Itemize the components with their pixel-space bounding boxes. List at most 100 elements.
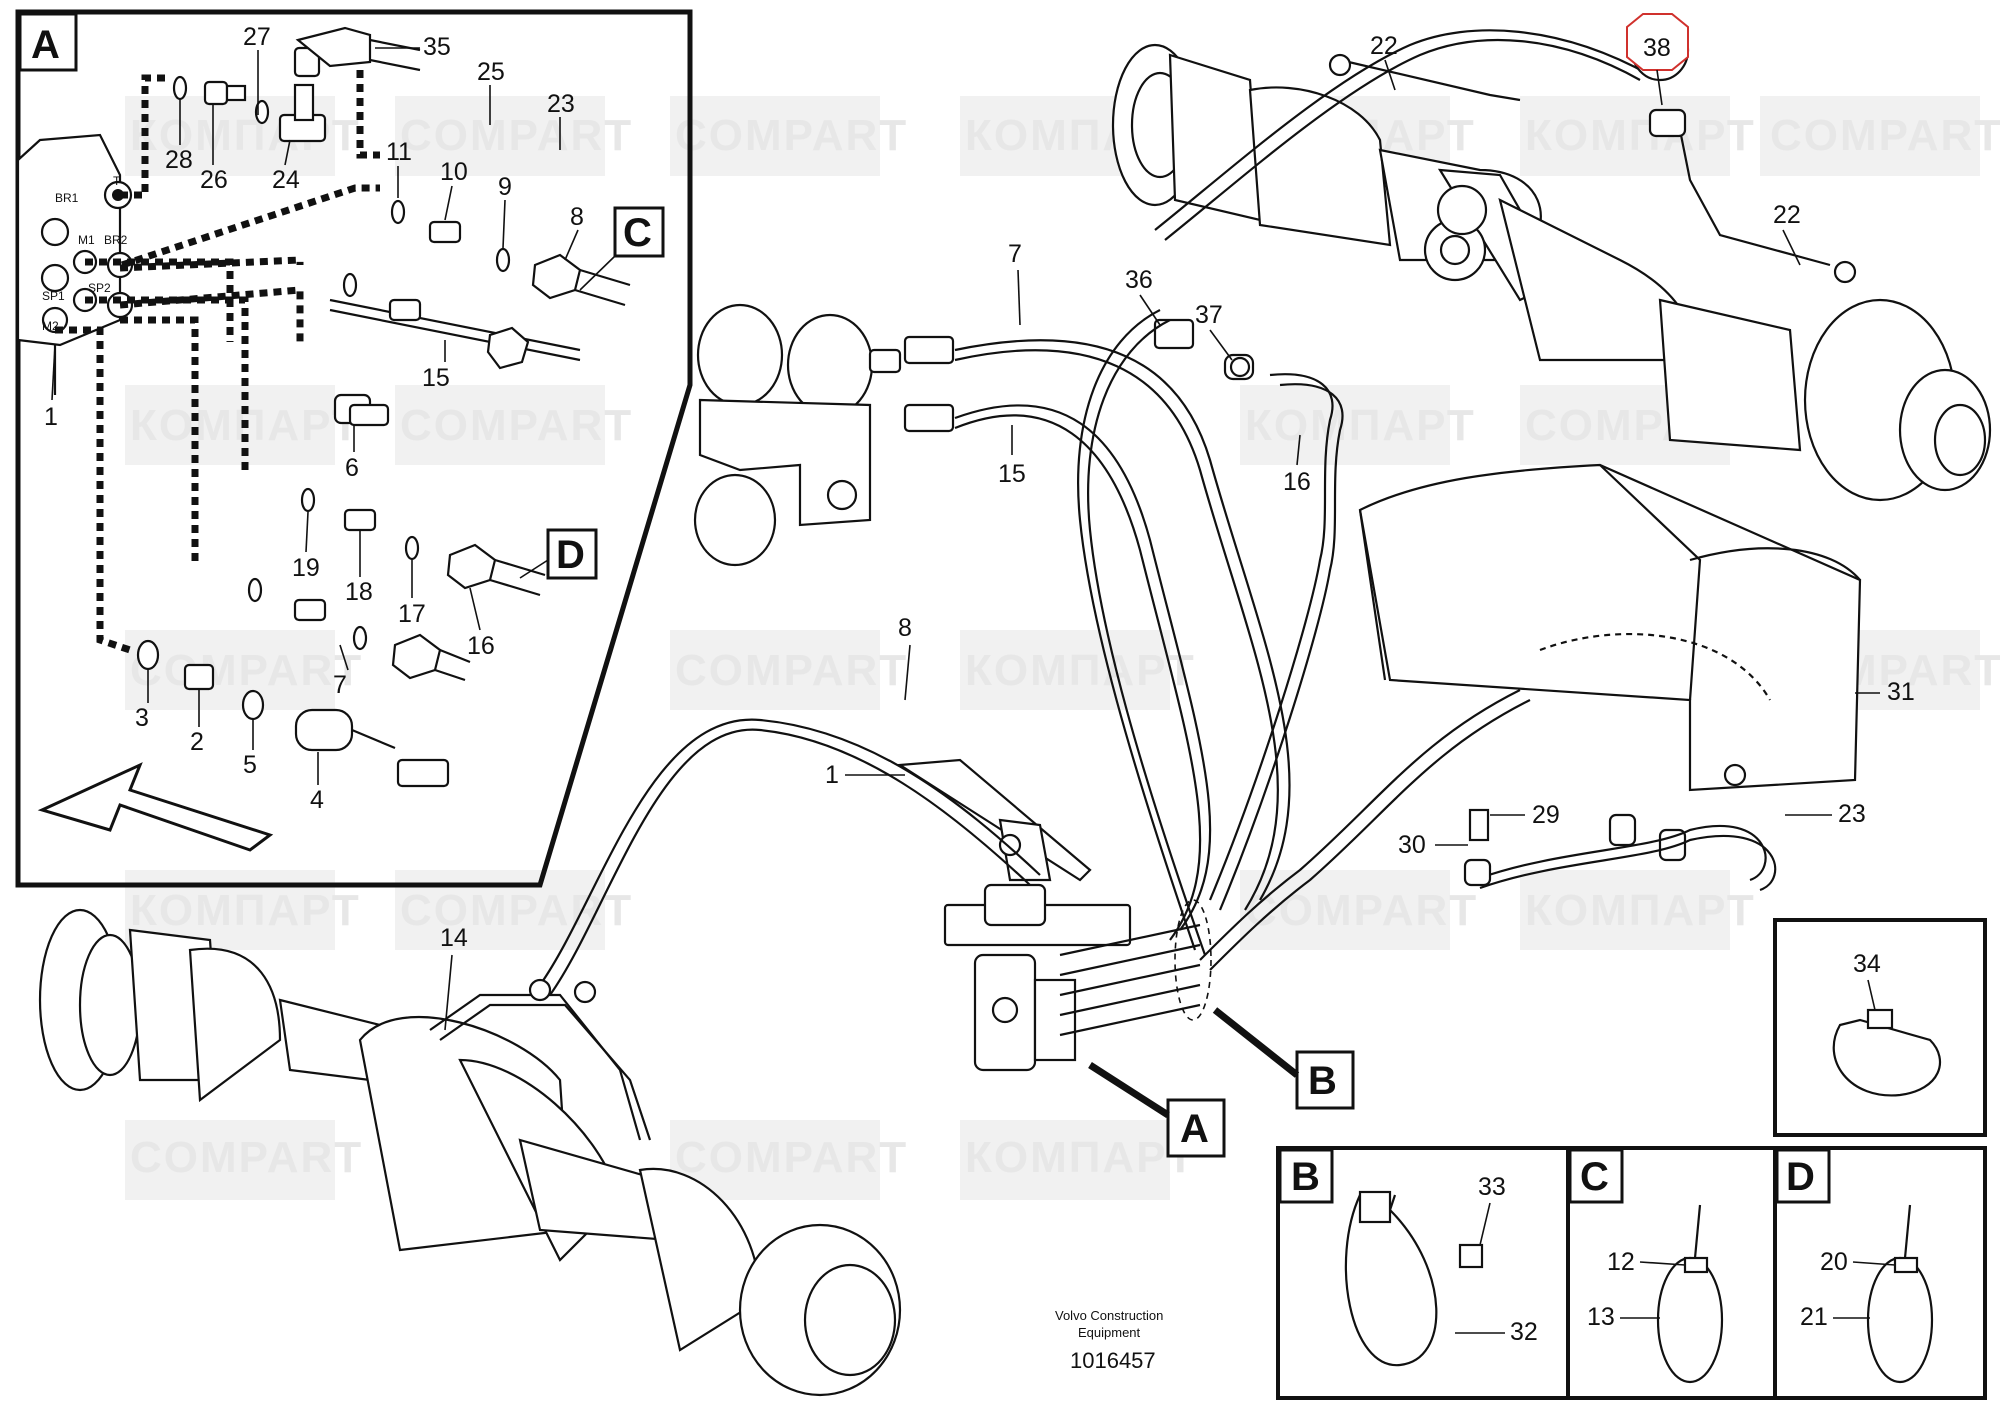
watermark-text: COMPART (400, 886, 633, 935)
callout: 24 (272, 166, 300, 194)
callout: 31 (1887, 678, 1915, 706)
callout: 22 (1773, 201, 1801, 229)
detail-b-inset: B 33 32 (1276, 1146, 1570, 1400)
watermark-text: КОМПАРТ (965, 1133, 1196, 1182)
port-label-t: T (113, 174, 121, 188)
figure-number: 1016457 (1070, 1348, 1156, 1373)
callout: 7 (333, 671, 347, 699)
callout: 38 (1643, 34, 1671, 62)
callout: 12 (1607, 1248, 1635, 1276)
front-axle (38, 908, 902, 1397)
watermark-text: COMPART (675, 1133, 908, 1182)
callout: 28 (165, 146, 193, 174)
callout: 6 (345, 454, 359, 482)
callouts-main: 22 38 22 36 37 7 15 16 31 8 1 29 30 23 1… (440, 13, 1915, 1158)
detail-c-label: C (1580, 1155, 1609, 1199)
watermark-text: COMPART (130, 1133, 363, 1182)
rear-axle (1111, 18, 1992, 502)
fitting-group-d (300, 487, 546, 597)
callout: 11 (386, 138, 412, 166)
detail-b-label: B (1291, 1155, 1320, 1199)
ref-c-label: C (623, 211, 652, 255)
callout: 22 (1370, 32, 1398, 60)
watermark-layer: КОМПАРТ COMPART COMPART КОМПАРТ КОМПАРТ … (125, 96, 2000, 1200)
detail-d-inset: D 20 21 (1773, 1146, 1987, 1400)
port-label-br2: BR2 (104, 233, 128, 247)
port-label-m1: M1 (78, 233, 95, 247)
fluid-tank (1358, 463, 1862, 862)
callout: 34 (1853, 950, 1881, 978)
watermark-text: КОМПАРТ (130, 886, 361, 935)
accumulator-block (693, 303, 955, 567)
watermark-text: COMPART (675, 111, 908, 160)
watermark-text: COMPART (400, 401, 633, 450)
port-label-sp1: SP1 (42, 289, 65, 303)
maker-line-1: Volvo Construction (1055, 1308, 1163, 1323)
callout: 32 (1510, 1318, 1538, 1346)
callout: 4 (310, 786, 324, 814)
detail-c-inset: C 12 13 (1566, 1146, 1777, 1400)
callout: 1 (44, 403, 58, 431)
watermark-text: COMPART (1245, 886, 1478, 935)
watermark-text: КОМПАРТ (1525, 886, 1756, 935)
callout: 5 (243, 751, 257, 779)
callout: 13 (1587, 1303, 1615, 1331)
callouts-detail-a: 27 35 25 23 28 26 24 11 10 9 8 15 1 (44, 23, 584, 814)
brake-valve-block: T BR1 M1 BR2 SP1 SP2 M2 (16, 133, 134, 395)
watermark-text: COMPART (130, 646, 363, 695)
callout: 1 (825, 761, 839, 789)
callout: 26 (200, 166, 228, 194)
callout: 23 (547, 90, 575, 118)
callout: 21 (1800, 1303, 1828, 1331)
fitting-group-7 (247, 577, 471, 682)
callout: 27 (243, 23, 271, 51)
plug-part (333, 393, 390, 427)
watermark-text: COMPART (400, 111, 633, 160)
callout: 33 (1478, 1173, 1506, 1201)
detail-a-inset: A T BR1 M1 BR2 SP1 SP2 M2 (15, 9, 693, 888)
figure-footer: Volvo Construction Equipment 1016457 (1055, 1308, 1163, 1373)
callout: 16 (1283, 468, 1311, 496)
callout: 35 (423, 33, 451, 61)
callout: 23 (1838, 800, 1866, 828)
ref-d-label: D (556, 533, 585, 577)
sensor-group (136, 639, 450, 788)
callout: 7 (1008, 240, 1022, 268)
callout: 3 (135, 704, 149, 732)
callout: 25 (477, 58, 505, 86)
detail-a-label: A (31, 23, 60, 67)
routing-dashes (55, 70, 380, 654)
fitting-group-c (329, 199, 631, 370)
brake-pedal-assembly (896, 758, 1212, 1072)
callout-38-hexagon (1626, 13, 1689, 71)
callout: 18 (345, 578, 373, 606)
callout: 2 (190, 728, 204, 756)
direction-arrow (37, 762, 274, 852)
watermark-text: КОМПАРТ (965, 646, 1196, 695)
callout: 29 (1532, 801, 1560, 829)
callout: 19 (292, 554, 320, 582)
ref-a-label: A (1180, 1107, 1209, 1151)
callout: 9 (498, 173, 512, 201)
callout: 30 (1398, 831, 1426, 859)
watermark-text: COMPART (1770, 111, 2000, 160)
watermark-text: COMPART (675, 646, 908, 695)
callout: 10 (440, 158, 468, 186)
ref-b-label: B (1308, 1059, 1337, 1103)
callout: 8 (570, 203, 584, 231)
watermark-text: КОМПАРТ (1525, 111, 1756, 160)
port-label-m2: M2 (42, 319, 59, 333)
port-label-sp2: SP2 (88, 281, 111, 295)
hose-routes (539, 309, 1777, 996)
callout: 15 (998, 460, 1026, 488)
callout: 8 (898, 614, 912, 642)
callout: 37 (1195, 301, 1223, 329)
watermark-text: КОМПАРТ (1245, 401, 1476, 450)
fitting-group-top (172, 26, 421, 143)
detail-d-label: D (1786, 1155, 1815, 1199)
callout: 20 (1820, 1248, 1848, 1276)
maker-line-2: Equipment (1078, 1325, 1141, 1340)
callout: 36 (1125, 266, 1153, 294)
callout: 14 (440, 924, 468, 952)
